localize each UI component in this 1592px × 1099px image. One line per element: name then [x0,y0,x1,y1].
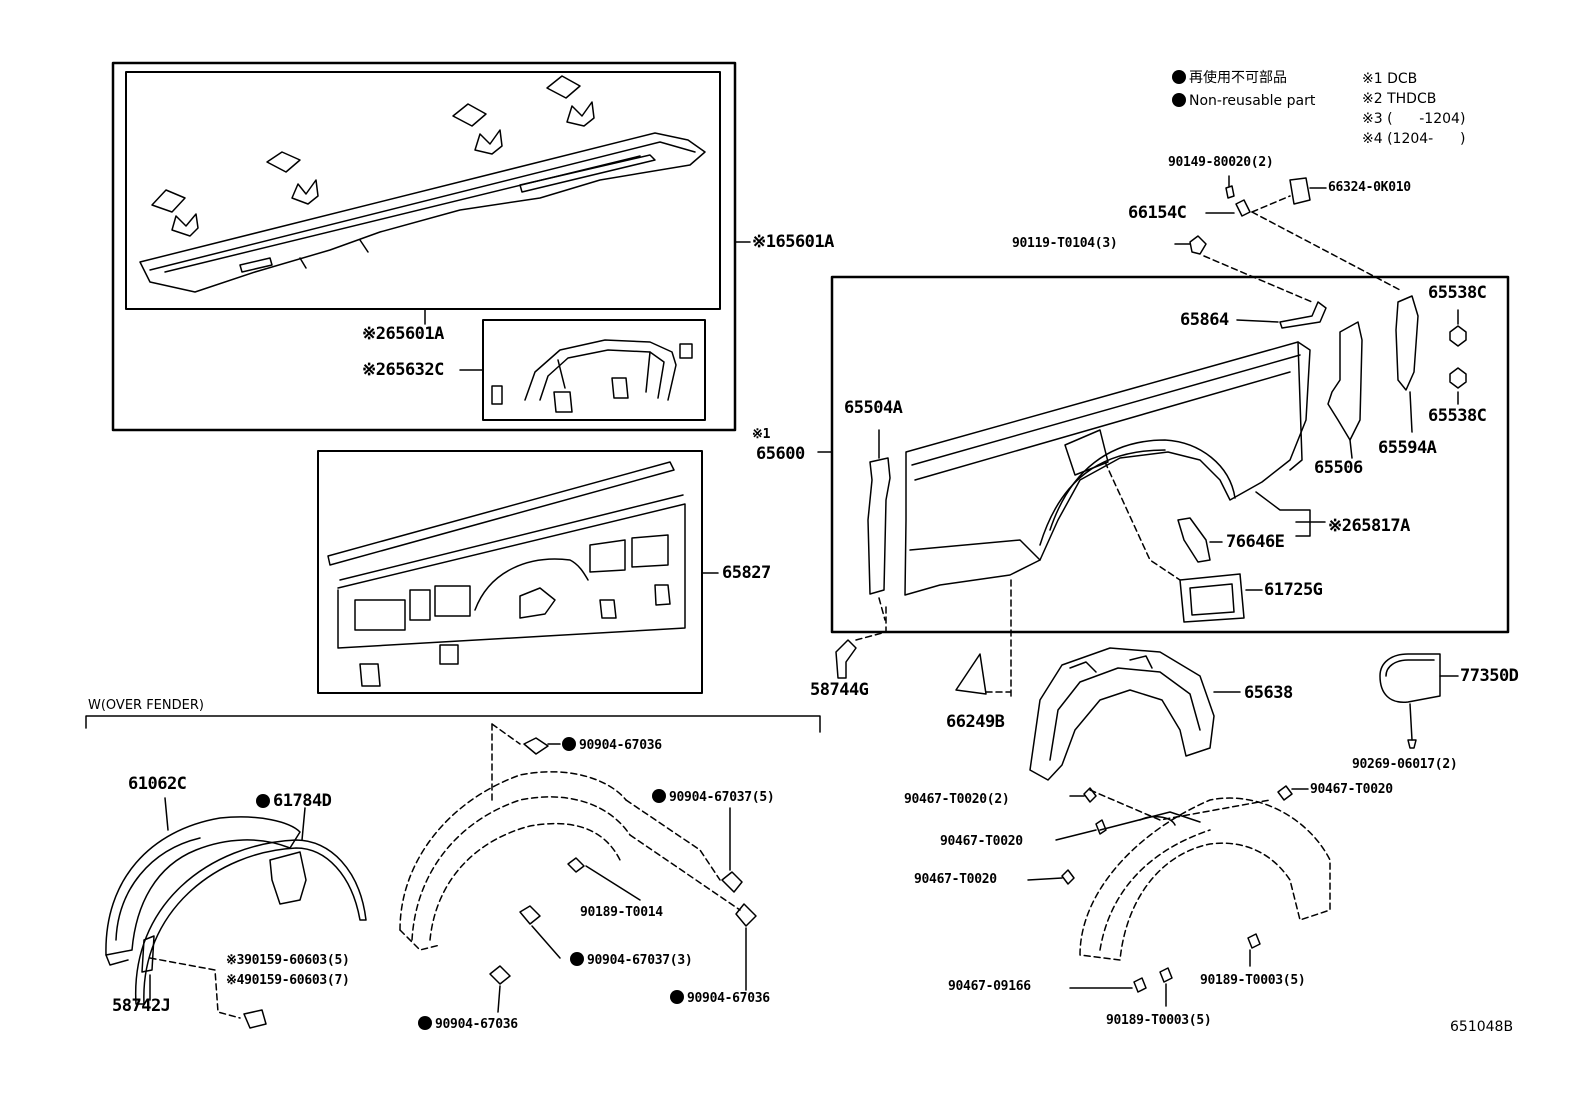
label-66324: 66324-0K010 [1328,180,1411,195]
label-65594A: 65594A [1378,438,1437,458]
label-65600-mark: ※1 [752,427,771,442]
label-61062C: 61062C [128,774,187,794]
legend-note-4: ※4 (1204- ) [1362,132,1465,146]
legend-note-3: ※3 ( -1204) [1362,112,1465,126]
label-65817A: ※265817A [1328,516,1410,536]
side-panel-group [817,275,1510,701]
section-title: W(OVER FENDER) [88,698,204,713]
bullet-icon [1172,70,1186,84]
label-65538C-top: 65538C [1428,283,1487,303]
label-90269: 90269-06017(2) [1352,757,1458,772]
label-61725G: 61725G [1264,580,1323,600]
small-parts-group [1174,175,1401,303]
note-mark: ※4 [1362,131,1383,147]
floor-panel-group [111,61,751,432]
bullet-icon [1172,93,1186,107]
label-90149: 90149-80020(2) [1168,155,1274,170]
label-58742J: 58742J [112,996,171,1016]
bolt-58744G [835,604,887,679]
label-90467-09166: 90467-09166 [948,979,1031,994]
label-65506: 65506 [1314,458,1363,478]
label-90467-T0020-c: 90467-T0020 [914,872,997,887]
nonreusable-dot-icon [256,794,270,808]
label-90467-T0020-b: 90467-T0020 [940,834,1023,849]
label-text: 90904-67036 [687,991,770,1006]
label-90159-3: ※390159-60603(5) [226,953,350,968]
wheel-liner-65638 [1029,647,1241,781]
nonreusable-dot-icon [418,1016,432,1030]
label-65601A-1: ※165601A [752,232,834,252]
over-fender-section [85,715,821,1029]
nonreusable-dot-icon [670,990,684,1004]
label-90189-T0003-b: 90189-T0003(5) [1106,1013,1212,1028]
legend-nonreusable-jp-text: 再使用不可部品 [1189,70,1287,86]
label-90189-T0014: 90189-T0014 [580,905,663,920]
legend-nonreusable-jp: 再使用不可部品 [1172,70,1287,85]
legend-note-1: ※1 DCB [1362,72,1417,86]
label-90904-67036-c: 90904-67036 [418,1016,518,1031]
label-text: 90904-67037(5) [669,790,775,805]
label-90467-T0020-2: 90467-T0020(2) [904,792,1010,807]
label-65504A: 65504A [844,398,903,418]
legend-note-2: ※2 THDCB [1362,92,1436,106]
label-65864: 65864 [1180,310,1229,330]
note-text: ( -1204) [1387,111,1466,127]
label-76646E: 76646E [1226,532,1285,552]
label-65632C: ※265632C [362,360,444,380]
diagram-id: 651048B [1450,1019,1514,1035]
nonreusable-dot-icon [652,789,666,803]
part-66249B [955,653,987,695]
note-mark: ※3 [1362,111,1383,127]
label-text: 90904-67037(3) [587,953,693,968]
label-61784D-text: 61784D [273,791,332,811]
note-text: (1204- ) [1387,131,1466,147]
note-text: DCB [1387,71,1418,87]
label-65601A-2: ※265601A [362,324,444,344]
label-90189-T0003-a: 90189-T0003(5) [1200,973,1306,988]
label-66154C: 66154C [1128,203,1187,223]
label-77350D: 77350D [1460,666,1519,686]
label-90119: 90119-T0104(3) [1012,236,1118,251]
note-text: THDCB [1387,91,1437,107]
label-65638: 65638 [1244,683,1293,703]
legend-nonreusable-en-text: Non-reusable part [1189,93,1316,109]
nonreusable-dot-icon [570,952,584,966]
nonreusable-dot-icon [562,737,576,751]
label-61784D: 61784D [256,791,332,811]
label-90904-67037-5: 90904-67037(5) [652,789,775,805]
fuel-lid-77350D [1379,653,1459,749]
fender-clips-group [399,723,757,1013]
inner-panel-group [317,450,719,694]
legend-nonreusable-en: Non-reusable part [1172,93,1315,108]
label-90159-4: ※490159-60603(7) [226,973,350,988]
label-90904-67037-3: 90904-67037(3) [570,952,693,968]
label-90904-67036-a: 90904-67036 [562,737,662,752]
label-90467-T0020-a: 90467-T0020 [1310,782,1393,797]
note-mark: ※2 [1362,91,1383,107]
lower-liner-group [1027,785,1331,1007]
label-66249B: 66249B [946,712,1005,732]
label-65600: 65600 [756,444,805,464]
label-text: 90904-67036 [435,1017,518,1032]
label-90904-67036-b: 90904-67036 [670,990,770,1005]
note-mark: ※1 [1362,71,1383,87]
label-65538C-bottom: 65538C [1428,406,1487,426]
label-text: 90904-67036 [579,738,662,753]
label-58744G: 58744G [810,680,869,700]
label-65827: 65827 [722,563,771,583]
